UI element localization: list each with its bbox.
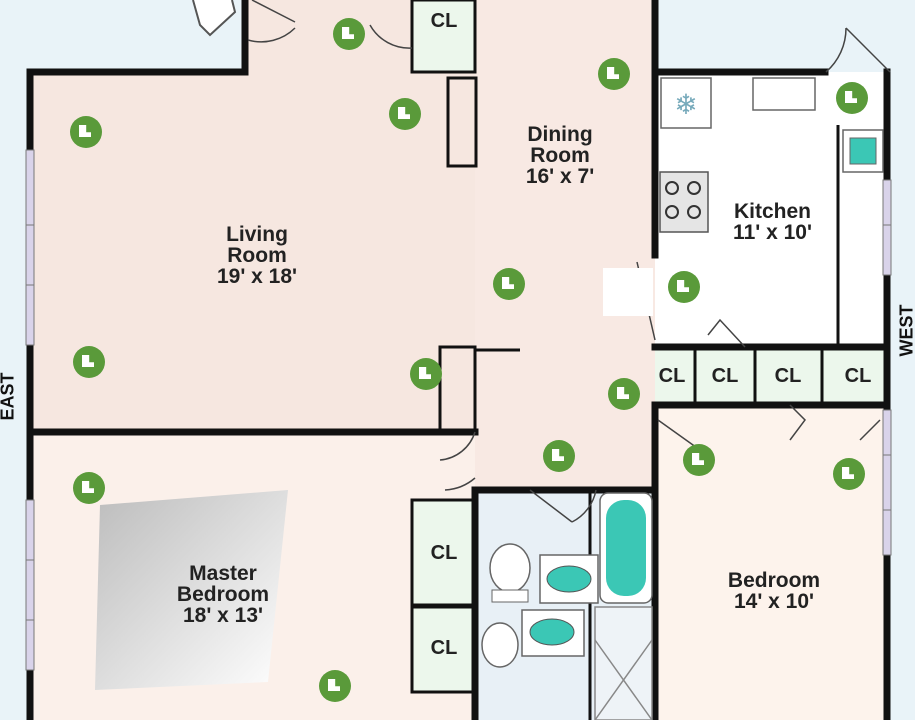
closet-label-2: CL [701, 366, 749, 386]
snowflake-icon: ❄ [674, 88, 697, 121]
camera-icon[interactable] [683, 444, 715, 476]
camera-icon[interactable] [410, 358, 442, 390]
camera-icon[interactable] [333, 18, 365, 50]
toilet-tank [492, 590, 528, 602]
master-bedroom-label: Master Bedroom 18' x 13' [158, 563, 288, 626]
closet-label-entry: CL [420, 11, 468, 31]
camera-icon[interactable] [668, 271, 700, 303]
compass-west: WEST [897, 305, 915, 357]
master-bedroom-dims: 18' x 13' [158, 605, 288, 626]
kitchen-sink-basin [850, 138, 876, 164]
camera-icon[interactable] [493, 268, 525, 300]
stove-icon [660, 172, 708, 232]
kitchen-label: Kitchen 11' x 10' [715, 201, 830, 243]
closet-label-master-1: CL [420, 543, 468, 563]
camera-icon[interactable] [319, 670, 351, 702]
counter-icon [753, 78, 815, 110]
living-room-name-2: Room [197, 245, 317, 266]
camera-icon[interactable] [73, 346, 105, 378]
passage [603, 268, 653, 316]
kitchen-name: Kitchen [715, 201, 830, 222]
closet-label-1: CL [648, 366, 696, 386]
toilet-2-icon [482, 623, 518, 667]
camera-icon[interactable] [836, 82, 868, 114]
sink-2-basin [530, 619, 574, 645]
dining-room-name-1: Dining [500, 124, 620, 145]
living-room-name-1: Living [197, 224, 317, 245]
camera-icon[interactable] [543, 440, 575, 472]
toilet-icon [490, 544, 530, 592]
camera-icon[interactable] [598, 58, 630, 90]
living-room-dims: 19' x 18' [197, 266, 317, 287]
shower-icon [595, 607, 652, 720]
camera-icon[interactable] [608, 378, 640, 410]
bedroom-dims: 14' x 10' [712, 591, 836, 612]
closet-label-4: CL [834, 366, 882, 386]
dining-room-label: Dining Room 16' x 7' [500, 124, 620, 187]
sink-basin [547, 566, 591, 592]
dining-room-name-2: Room [500, 145, 620, 166]
bedroom-name: Bedroom [712, 570, 836, 591]
master-bedroom-name-1: Master [158, 563, 288, 584]
bedroom-label: Bedroom 14' x 10' [712, 570, 836, 612]
dining-room-dims: 16' x 7' [500, 166, 620, 187]
closet-label-3: CL [764, 366, 812, 386]
camera-icon[interactable] [833, 458, 865, 490]
closet-label-master-2: CL [420, 638, 468, 658]
kitchen-dims: 11' x 10' [715, 222, 830, 243]
living-room-label: Living Room 19' x 18' [197, 224, 317, 287]
master-bedroom-name-2: Bedroom [158, 584, 288, 605]
camera-icon[interactable] [389, 98, 421, 130]
bathtub-basin [606, 500, 646, 596]
compass-east: EAST [0, 372, 19, 420]
camera-icon[interactable] [70, 116, 102, 148]
camera-icon[interactable] [73, 472, 105, 504]
